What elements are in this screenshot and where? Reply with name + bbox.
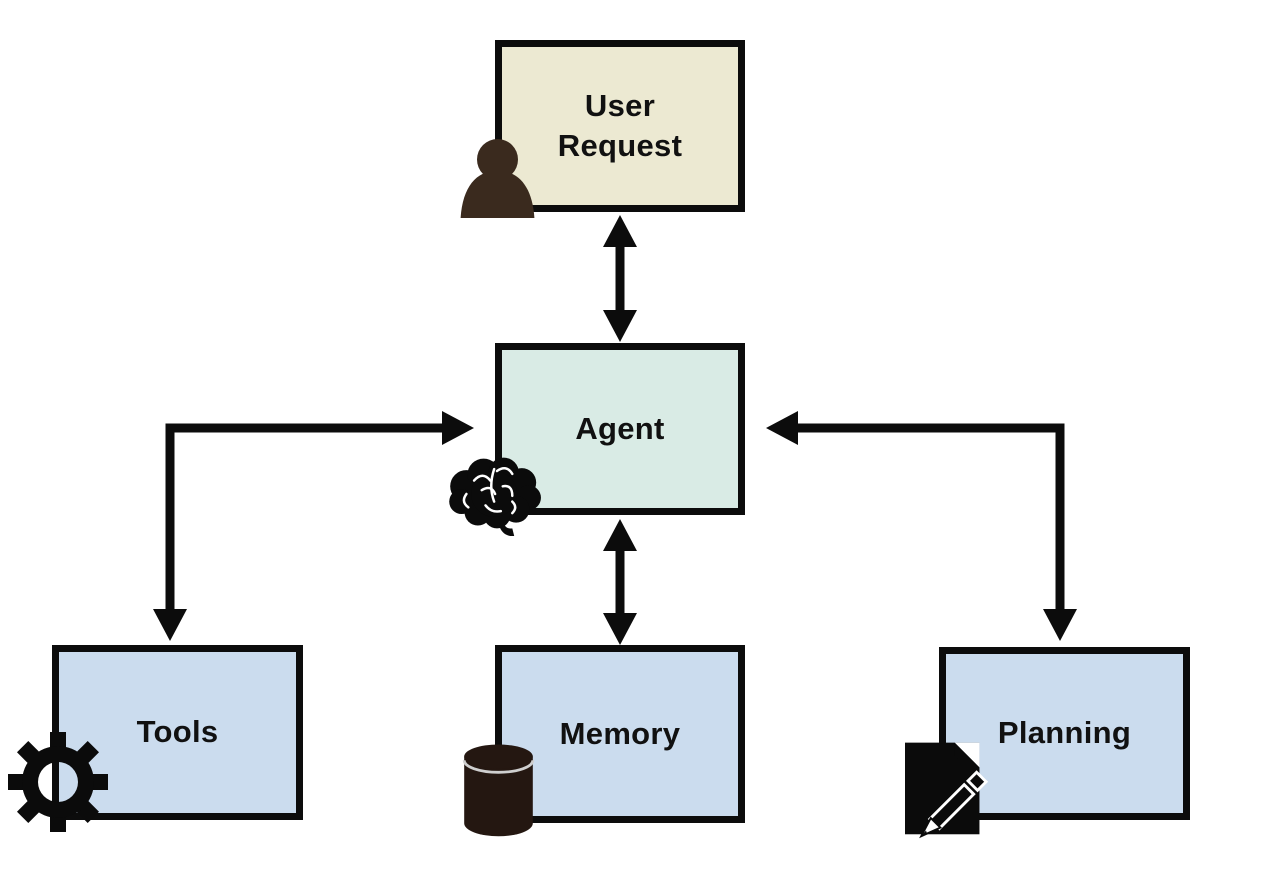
edge-agent-memory [603,519,637,645]
edge-agent-tools [153,411,474,641]
document-pencil-icon [905,742,989,839]
node-label: Agent [575,410,665,446]
node-label: Memory [559,715,681,751]
node-label: Planning [997,715,1132,751]
database-icon [462,744,535,837]
node-agent: Agent [495,343,745,515]
person-icon [460,139,535,218]
gear-icon [8,732,108,832]
node-label: User Request [557,87,683,163]
brain-icon [449,457,541,536]
node-tools: Tools [52,645,303,820]
edge-user-request-agent [603,215,637,342]
node-memory: Memory [495,645,745,823]
node-user-request: User Request [495,40,745,212]
edge-agent-planning [766,411,1077,641]
node-label: Tools [136,714,219,750]
node-planning: Planning [939,647,1190,820]
